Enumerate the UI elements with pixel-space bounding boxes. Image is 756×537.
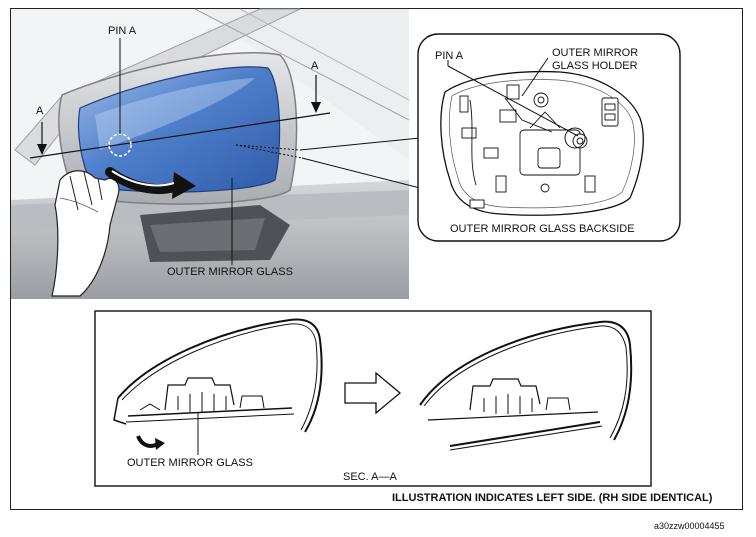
outer-mirror-glass-label: OUTER MIRROR GLASS	[167, 266, 293, 278]
mirror-photo-illustration	[11, 8, 421, 299]
backside-caption: OUTER MIRROR GLASS BACKSIDE	[450, 223, 635, 235]
outer-mirror-glass-holder-label-line1: OUTER MIRROR	[552, 47, 639, 59]
section-a-right-label: A	[311, 60, 319, 72]
backside-inset	[417, 33, 681, 242]
illustration-frame	[10, 8, 743, 510]
section-outer-mirror-glass-label: OUTER MIRROR GLASS	[127, 457, 253, 469]
section-a-left-label: A	[36, 105, 44, 117]
section-a-a-panel	[94, 310, 652, 487]
outer-mirror-glass-holder-label-line2: GLASS HOLDER	[552, 60, 638, 72]
section-title: SEC. A—A	[343, 471, 397, 483]
section-before	[113, 318, 323, 433]
pin-a-label: PIN A	[108, 25, 137, 37]
footer-note: ILLUSTRATION INDICATES LEFT SIDE. (RH SI…	[392, 492, 713, 504]
figure-code: a30zzw00004455	[654, 521, 725, 531]
inset-pin-a-label: PIN A	[435, 50, 464, 62]
section-after	[419, 320, 633, 451]
